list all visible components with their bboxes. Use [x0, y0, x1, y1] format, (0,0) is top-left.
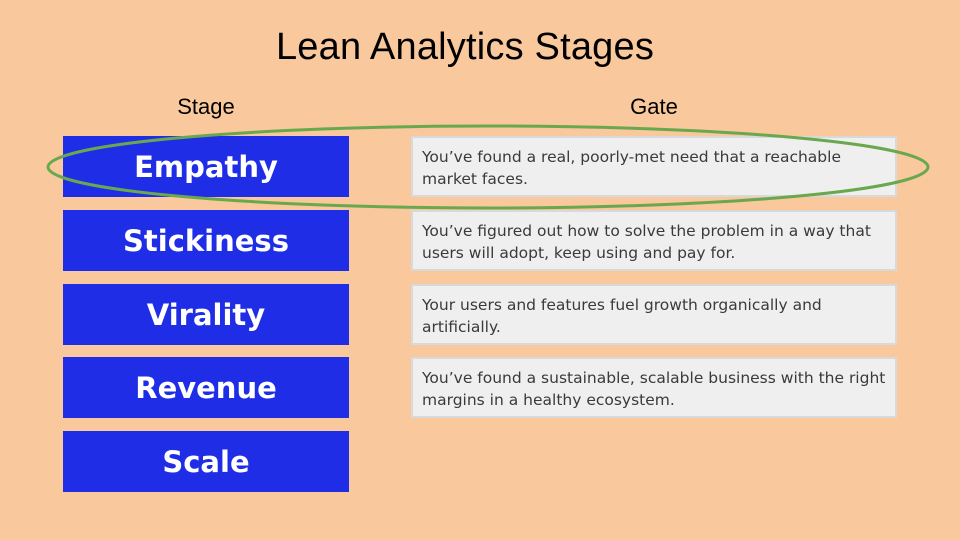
stage-virality: Virality: [63, 284, 349, 345]
gate-revenue: You’ve found a sustainable, scalable bus…: [411, 357, 897, 418]
slide-title: Lean Analytics Stages: [275, 26, 655, 68]
gate-empathy: You’ve found a real, poorly-met need tha…: [411, 136, 897, 197]
stage-stickiness: Stickiness: [63, 210, 349, 271]
gate-column-header: Gate: [630, 94, 678, 119]
stage-empathy: Empathy: [63, 136, 349, 197]
gate-virality: Your users and features fuel growth orga…: [411, 284, 897, 345]
gate-stickiness: You’ve figured out how to solve the prob…: [411, 210, 897, 271]
stage-scale: Scale: [63, 431, 349, 492]
stage-column-header: Stage: [177, 94, 235, 119]
stage-revenue: Revenue: [63, 357, 349, 418]
